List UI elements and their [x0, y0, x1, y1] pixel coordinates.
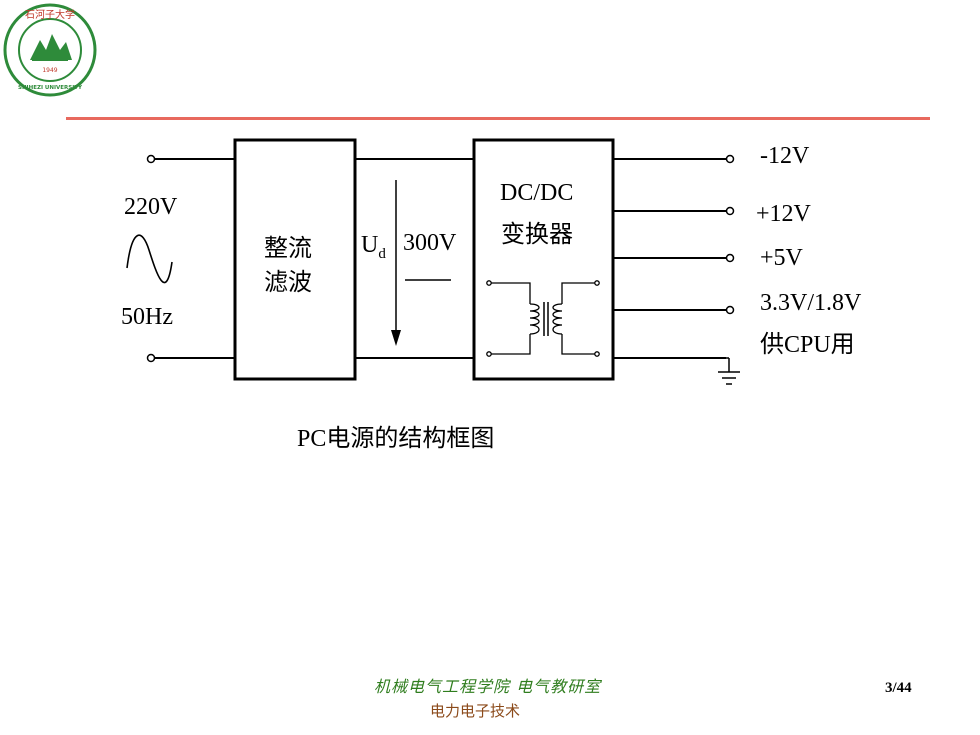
output-label-plus12v: +12V [756, 201, 811, 227]
university-logo: 1949 石河子大学 SHIHEZI UNIVERSITY [3, 3, 97, 97]
ud-subscript: d [378, 245, 386, 262]
input-terminal-top [146, 154, 156, 164]
output-label-cpu: 供CPU用 [760, 332, 855, 358]
logo-top-text: 石河子大学 [25, 8, 75, 21]
ground-icon [718, 357, 740, 385]
rectifier-filter-block [233, 138, 357, 381]
rectifier-label-line1: 整流 [264, 234, 312, 262]
ud-main: U [361, 232, 379, 258]
diagram-caption: PC电源的结构框图 [297, 426, 495, 452]
output-label-plus5v: +5V [760, 245, 803, 271]
ud-arrowhead [391, 330, 401, 346]
output-terminal-4 [725, 305, 735, 315]
transformer-icon [486, 280, 600, 357]
logo-bottom-text: SHIHEZI UNIVERSITY [18, 85, 83, 91]
output-terminal-3 [725, 253, 735, 263]
ud-label: Ud [361, 232, 386, 263]
input-frequency-label: 50Hz [121, 304, 173, 330]
output-terminal-1 [725, 154, 735, 164]
converter-label-line2: 变换器 [501, 220, 573, 248]
page-number: 3/44 [885, 680, 912, 696]
output-label-3v3: 3.3V/1.8V [760, 290, 862, 316]
output-terminal-2 [725, 206, 735, 216]
input-terminal-bottom [146, 353, 156, 363]
footer-course-name: 电力电子技术 [430, 702, 521, 720]
dc-voltage-label: 300V [403, 230, 457, 256]
converter-label-line1: DC/DC [500, 180, 574, 206]
header-divider [66, 117, 930, 120]
footer-school-name: 机械电气工程学院 电气教研室 [374, 677, 602, 696]
rectifier-label-line2: 滤波 [264, 268, 312, 296]
input-voltage-label: 220V [124, 194, 178, 220]
dcdc-converter-block [472, 138, 615, 381]
ac-sine-icon [126, 234, 173, 284]
output-label-minus12v: -12V [760, 143, 810, 169]
logo-year: 1949 [42, 67, 57, 74]
